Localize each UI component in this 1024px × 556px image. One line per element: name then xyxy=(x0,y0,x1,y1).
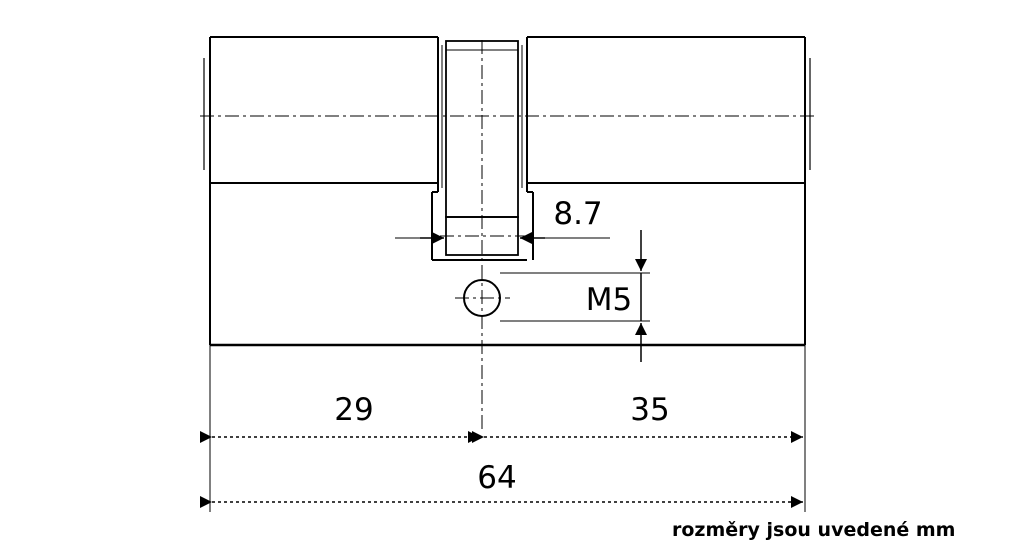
dim-label-m5: M5 xyxy=(586,282,632,318)
dim-label-64: 64 xyxy=(477,460,516,496)
units-caption: rozměry jsou uvedené mm xyxy=(672,519,956,541)
dim-label-35: 35 xyxy=(630,392,669,428)
dim-label-29: 29 xyxy=(334,392,373,428)
cylinder-body xyxy=(203,36,811,347)
dimension-lines xyxy=(200,431,803,508)
centre-lines xyxy=(200,40,815,430)
extension-lines xyxy=(209,237,806,512)
dim-label-8-7: 8.7 xyxy=(553,196,602,232)
